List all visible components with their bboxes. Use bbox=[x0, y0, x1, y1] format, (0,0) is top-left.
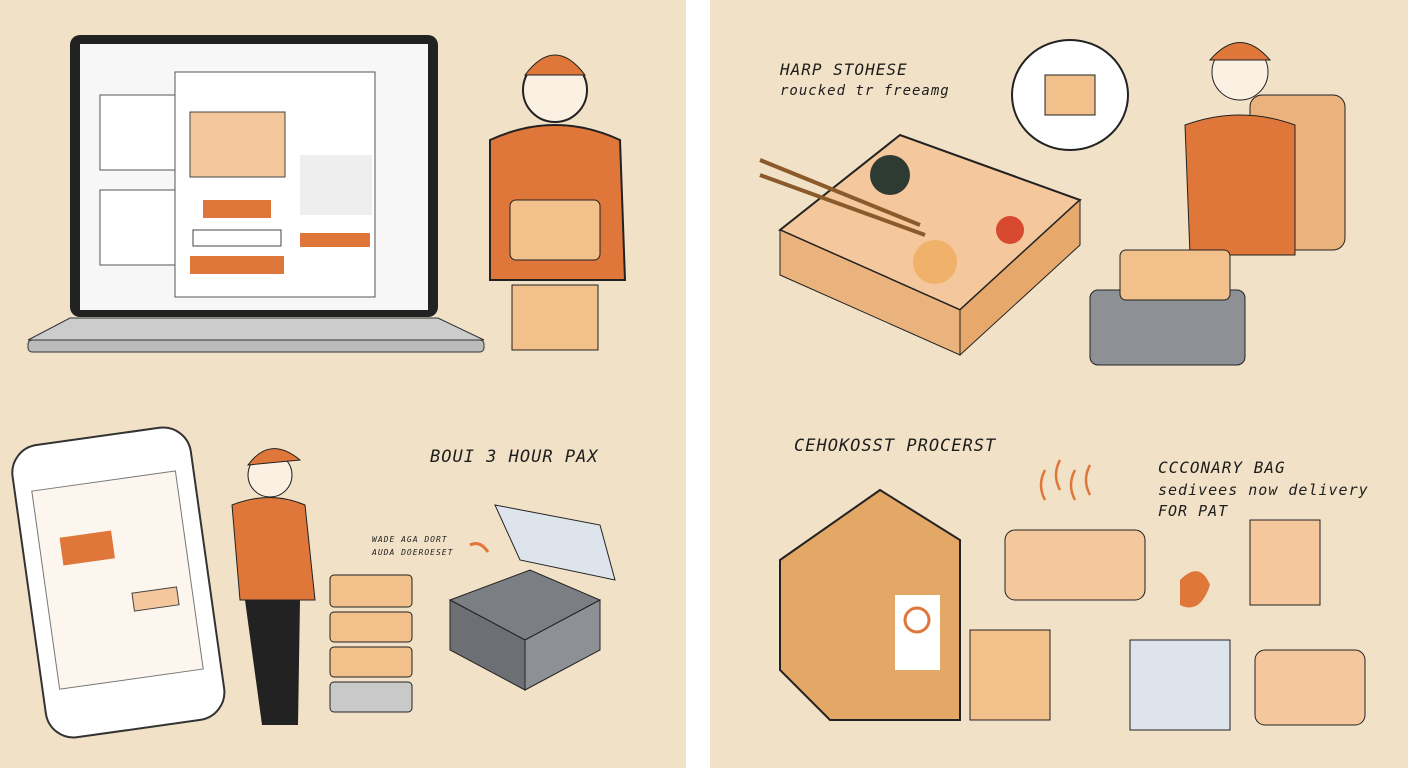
delivery-worker-illustration bbox=[489, 54, 627, 351]
open-meal-box bbox=[448, 504, 616, 691]
caption-bag-line3: for pat bbox=[1158, 502, 1229, 520]
right-illustration-panel: Harp stohese roucked tr freeamg Cehokoss… bbox=[710, 0, 1408, 768]
hot-meal-tray bbox=[1004, 459, 1146, 601]
caption-bag-line1: Ccconary Bag bbox=[1158, 458, 1286, 477]
left-illustration-panel: Boui 3 hour pax Wade aga dort auda doero… bbox=[0, 0, 686, 768]
caption-top-line1: Harp stohese bbox=[780, 60, 908, 79]
small-boxes bbox=[969, 519, 1366, 731]
caption-process-title: Cehokosst procerst bbox=[794, 436, 997, 456]
left-illustration bbox=[11, 35, 627, 739]
speech-bubble-box bbox=[1011, 39, 1129, 151]
bento-box-illustration bbox=[759, 133, 1082, 357]
kraft-bag-illustration bbox=[779, 488, 961, 721]
caption-note-line1: Wade aga dort bbox=[372, 535, 448, 544]
phone-illustration bbox=[11, 426, 226, 739]
caption-boui-3-hour-pax: Boui 3 hour pax bbox=[430, 447, 599, 467]
caption-bag-line2: sedivees now delivery bbox=[1158, 481, 1369, 499]
caption-top-line2: roucked tr freeamg bbox=[780, 83, 950, 99]
delivery-woman-illustration bbox=[1089, 42, 1346, 366]
caption-note-line2: auda doeroeset bbox=[372, 548, 454, 557]
stacked-meal-containers bbox=[329, 574, 413, 713]
worker-woman-illustration bbox=[231, 448, 316, 725]
right-illustration bbox=[759, 39, 1366, 731]
laptop-illustration bbox=[27, 35, 485, 353]
